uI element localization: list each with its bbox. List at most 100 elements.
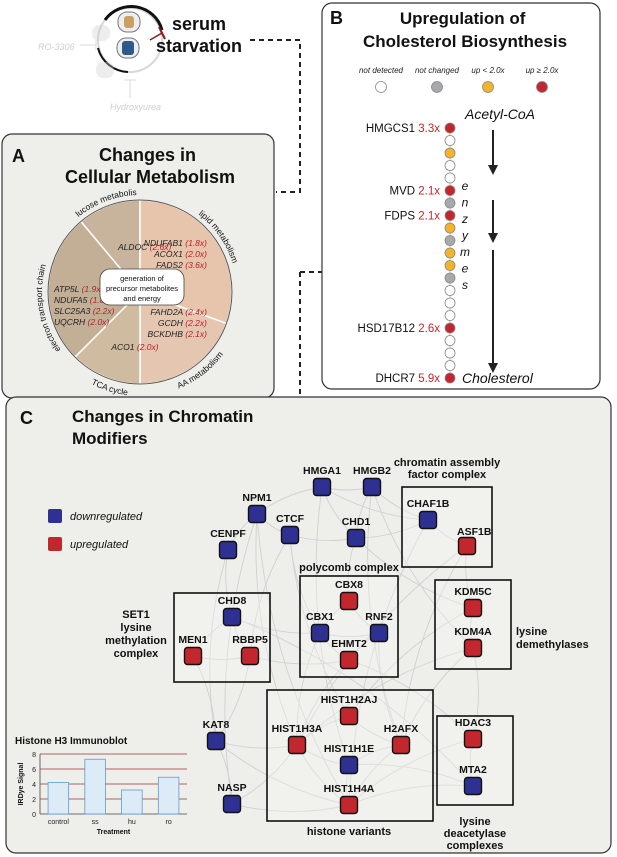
metabolism-gene-aco1: ACO1 (2.0x): [110, 342, 158, 352]
pathway-dot: [444, 185, 456, 196]
legend-dot-not-changed: [431, 81, 443, 93]
node-box: [247, 504, 267, 524]
pathway-gene-hmgcs1: HMGCS1 3.3x: [366, 123, 440, 135]
node-label: HMGA1: [303, 465, 341, 477]
metabolism-gene-atp5l: ATP5L (1.9x): [53, 284, 103, 294]
cell-cycle-diagram: RO-3306 Hydroxyurea: [38, 4, 166, 112]
pathway-dot: [444, 310, 456, 321]
pathway-dot: [444, 285, 456, 296]
node-label: MEN1: [178, 634, 207, 646]
metabolism-gene-bckdhb: BCKDHB (2.1x): [147, 329, 207, 339]
enzymes-letter: z: [461, 212, 468, 226]
node-ctcf: CTCF: [276, 513, 305, 545]
complex-label-hdac: complexes: [447, 840, 504, 852]
node-box: [222, 794, 242, 814]
node-box: [457, 536, 477, 556]
chart-y-tick: 2: [32, 797, 36, 804]
node-box: [418, 510, 438, 530]
node-men1: MEN1: [178, 634, 208, 666]
node-box: [463, 776, 483, 796]
dashed-connectors: [250, 39, 322, 395]
node-nasp: NASP: [217, 782, 247, 814]
panel-c-letter: C: [20, 408, 33, 428]
legend-dot-up-2-0x: [482, 81, 494, 93]
node-hmgb2: HMGB2: [353, 465, 391, 497]
node-label: HIST1H2AJ: [321, 694, 378, 706]
node-label: HIST1H1E: [324, 743, 374, 755]
pathway-dot: [444, 210, 456, 221]
node-asf1b: ASF1B: [457, 526, 492, 556]
node-hdac3: HDAC3: [455, 717, 491, 749]
node-kat8: KAT8: [203, 719, 230, 751]
block-bar: [158, 26, 166, 40]
node-label: NPM1: [242, 492, 271, 504]
enzymes-letter: n: [462, 196, 469, 210]
metabolism-gene-acox1: ACOX1 (2.0x): [153, 249, 207, 259]
edge-hdac3-ehmt2: [348, 659, 474, 740]
serum-starvation-line-2: starvation: [156, 36, 242, 56]
metabolism-gene-ndufa5: NDUFA5 (1.8x): [54, 295, 112, 305]
cell-cycle-ring: [97, 7, 163, 73]
edge-mta2-hist1h4a: [348, 784, 474, 806]
node-kdm5c: KDM5C: [454, 586, 492, 618]
node-box: [463, 729, 483, 749]
pathway-gene-dhcr7: DHCR7 5.9x: [375, 373, 440, 385]
chart-x-tick: hu: [128, 819, 136, 826]
edge-asf1b-h2afx: [400, 545, 468, 746]
faded-cell-icon-left: [92, 25, 114, 78]
node-box: [218, 540, 238, 560]
enzymes-letter: y: [461, 229, 469, 243]
node-chd8: CHD8: [218, 595, 246, 627]
node-mta2: MTA2: [459, 764, 487, 796]
metabolism-gene-fahd2a: FAHD2A (2.4x): [150, 307, 207, 317]
pathway-end-label: Cholesterol: [462, 370, 534, 386]
pathway-dot: [444, 222, 456, 234]
complex-label-set1: methylation: [105, 635, 167, 647]
edge-nasp-hist1h4a: [231, 803, 350, 812]
node-hist1h1e: HIST1H1E: [324, 743, 374, 775]
node-label: KAT8: [203, 719, 230, 731]
node-box: [391, 735, 411, 755]
edge-kdm4a-h2afx: [400, 647, 474, 746]
legend-swatch-upregulated: [48, 537, 62, 551]
enzymes-letter: e: [462, 179, 469, 193]
pathway-dot: [444, 147, 456, 159]
node-label: CHD1: [342, 516, 371, 528]
node-label: RNF2: [365, 611, 393, 623]
pathway-dot: [444, 160, 456, 171]
metabolism-gene-aldoc: ALDOC (2.6x): [117, 242, 172, 252]
pathway-dot: [444, 347, 456, 359]
node-label: H2AFX: [384, 723, 418, 735]
chart-y-tick: 4: [32, 782, 36, 789]
edge-hmga1-chaf1b: [321, 486, 429, 521]
block-line: [149, 32, 163, 41]
complex-label-kdm: lysine: [516, 626, 547, 638]
node-box: [222, 607, 242, 627]
panel-c-title: Changes in Chromatin Modifiers: [72, 407, 258, 448]
edge-chd1-kdm5c: [355, 537, 474, 609]
node-box: [362, 477, 382, 497]
chart-y-tick: 6: [32, 767, 36, 774]
legend-dot-up-2-0x: [536, 81, 548, 93]
node-rnf2: RNF2: [365, 611, 393, 643]
panel-a-title: Changes in Cellular Metabolism: [65, 145, 235, 187]
edge-npm1-hist1h4a: [256, 513, 350, 806]
enzymes-letter: m: [460, 245, 470, 259]
metabolism-gene-uqcrh: UQCRH (2.0x): [54, 317, 109, 327]
panel-b-frame: [321, 2, 601, 390]
edge-mta2-chd8: [231, 616, 474, 787]
legend-label-up-2-0x: up ≥ 2.0x: [526, 66, 560, 75]
node-cenpf: CENPF: [210, 528, 246, 560]
node-label: RBBP5: [232, 634, 268, 646]
panel-c-frame: [5, 396, 612, 854]
serum-starvation-line-1: serum: [172, 14, 226, 34]
pathway-dot: [444, 235, 456, 246]
node-box: [312, 477, 332, 497]
metabolism-gene-slc25a3: SLC25A3 (2.2x): [54, 306, 115, 316]
node-box: [339, 650, 359, 670]
